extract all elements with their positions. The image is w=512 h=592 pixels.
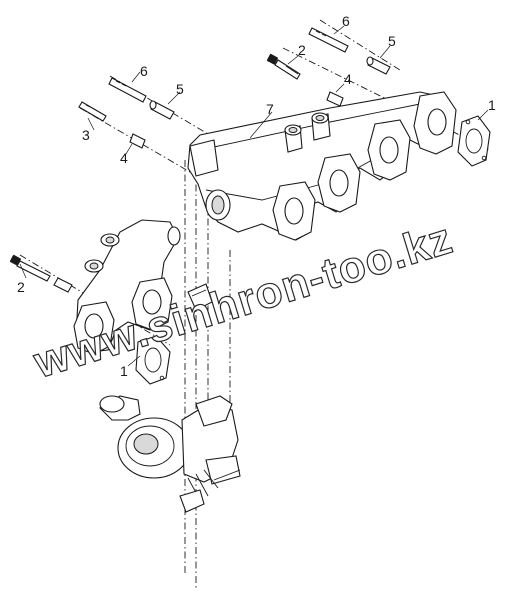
callout-1-lower: 1 (120, 363, 128, 379)
manifold-port-2 (379, 136, 399, 164)
gasket-upper (457, 115, 491, 167)
nut-right (326, 91, 344, 107)
callout-1-upper: 1 (488, 97, 496, 113)
lower-inlet (167, 226, 181, 246)
bolt-lower (9, 254, 73, 293)
callout-5-left: 5 (176, 81, 184, 97)
callout-2-lower: 2 (17, 279, 25, 295)
stud-long-right (308, 27, 349, 53)
gasket-lower (135, 335, 171, 385)
stud-left (78, 101, 107, 122)
turbo-wastegate (205, 455, 241, 485)
manifold-port-1 (427, 108, 447, 136)
stud-long-left (108, 77, 147, 103)
manifold-bracket (189, 139, 219, 177)
lower-port-a (142, 289, 162, 315)
exhaust-manifold-lower (73, 219, 181, 355)
sleeve-right (366, 56, 391, 75)
centerline-right-sleeve (319, 19, 401, 71)
callout-4-right: 4 (344, 71, 352, 87)
bolt-upper (266, 53, 301, 80)
turbo-flange (195, 395, 233, 427)
support-bracket (187, 283, 213, 311)
lower-port-b (84, 313, 104, 339)
callout-6-left: 6 (140, 63, 148, 79)
callout-3: 3 (82, 127, 90, 143)
nut-left (129, 133, 146, 149)
callout-5-right: 5 (388, 33, 396, 49)
callout-2-upper: 2 (298, 42, 306, 58)
callout-4-left: 4 (120, 150, 128, 166)
callout-6-right: 6 (342, 13, 350, 29)
turbo-outlet (179, 489, 205, 513)
callout-labels: 1 1 2 2 3 4 4 5 5 6 6 7 (17, 13, 496, 379)
manifold-port-3 (329, 169, 349, 197)
exhaust-manifold-main (187, 91, 457, 241)
leader-lines (19, 25, 489, 367)
turbocharger (99, 395, 241, 513)
callout-7: 7 (266, 101, 274, 117)
manifold-port-4 (284, 197, 304, 225)
centerline-right-stud (282, 47, 491, 151)
sleeve-left (149, 100, 175, 120)
